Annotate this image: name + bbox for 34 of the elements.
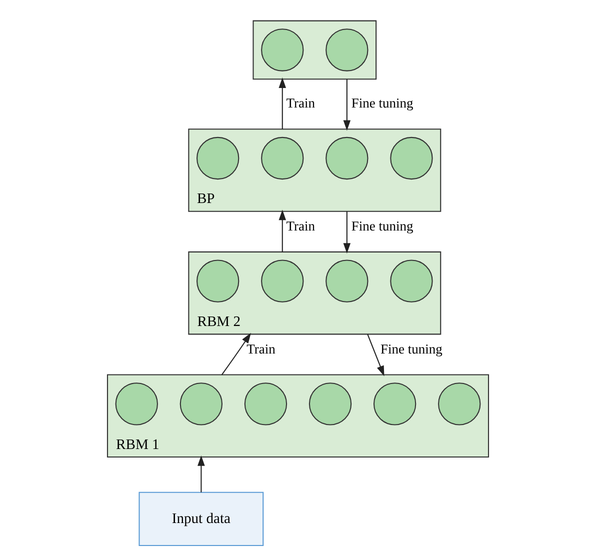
cluster: RBM 2 [188,251,441,335]
edge-label: Fine tuning [350,218,413,234]
cluster [252,20,376,80]
node-circle [260,260,304,302]
arrow [342,79,350,131]
edge-label: Train [246,341,275,356]
node-circle [308,382,352,426]
arrow [366,334,384,376]
node-circle [179,382,222,426]
node-circle [390,136,432,180]
arrow [220,332,250,376]
cluster: RBM 1 [106,374,489,458]
node-circle [196,136,239,180]
edge-label: Train [286,96,314,111]
node-circle [325,260,368,302]
node-circle [196,260,239,302]
arrow [278,78,286,130]
edge-label: Fine tuning [350,96,413,111]
node-box: Input data [138,492,264,546]
node-circle [390,260,432,302]
node-circle [438,382,480,426]
node-circle [260,136,304,180]
arrow [342,211,350,254]
cluster: BP [188,128,441,212]
node-circle [114,382,158,426]
node-circle [244,382,287,426]
node-circle [260,28,304,72]
arrow [278,210,286,252]
edge-label: Fine tuning [380,341,442,356]
node-circle [325,136,368,180]
arrow [197,455,204,492]
edge-label: Train [286,218,314,234]
node-circle [325,28,368,72]
node-circle [372,382,416,426]
